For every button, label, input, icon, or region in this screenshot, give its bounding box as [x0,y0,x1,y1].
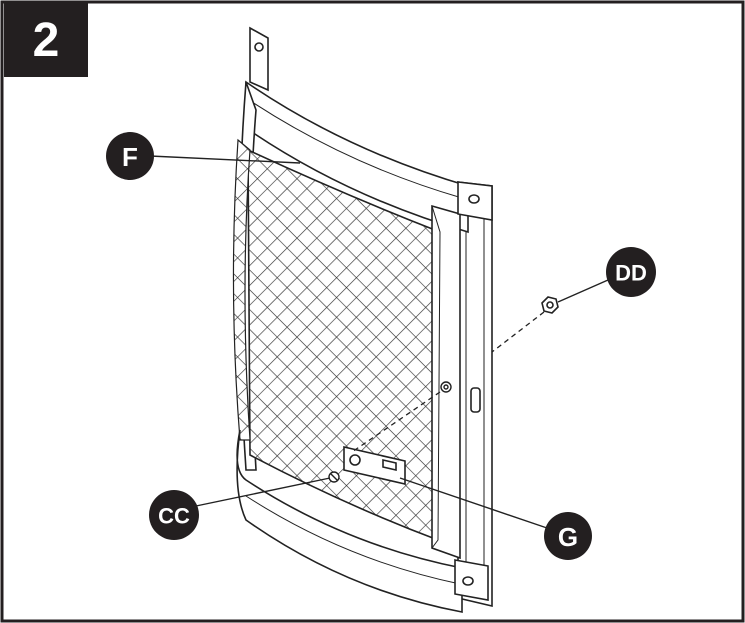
callout-cc: CC [149,490,199,540]
callout-f: F [106,132,154,180]
bottom-tab [454,181,493,601]
svg-text:F: F [122,142,138,172]
screen-frame [457,181,493,608]
nut-dd [541,296,559,314]
screen-top-band [245,80,469,234]
alignment-lines [351,311,545,453]
screw [440,381,452,393]
screw-cc [328,471,340,483]
bracket-g [343,445,406,486]
callout-g: G [544,512,592,560]
screen-bottom-band [236,429,463,613]
svg-text:DD: DD [615,261,647,286]
step-number-badge: 2 [4,3,88,77]
leader-lines [149,155,609,529]
svg-text:CC: CC [158,504,190,529]
callout-dd: DD [606,247,656,297]
svg-text:G: G [558,522,578,552]
